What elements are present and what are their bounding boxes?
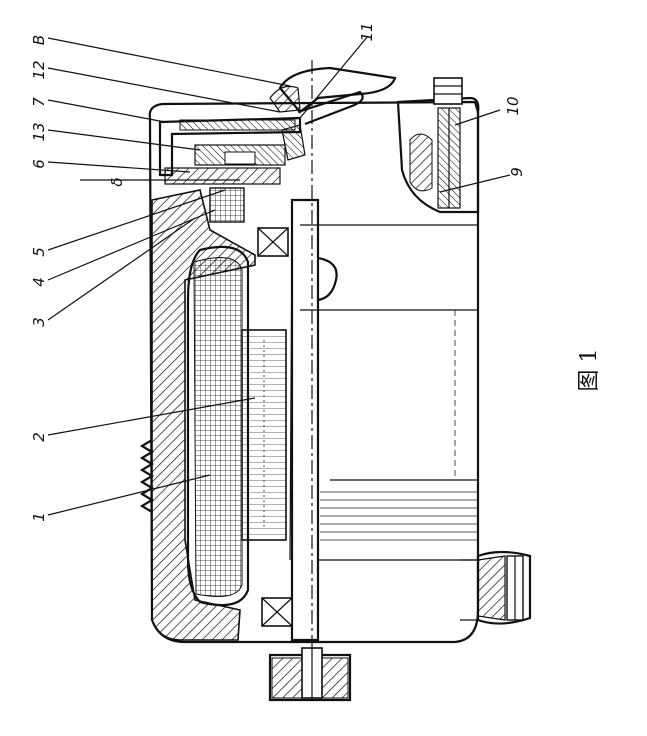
label-5: 5 xyxy=(30,247,48,257)
label-4: 4 xyxy=(30,277,48,287)
top-lever xyxy=(269,66,397,126)
rib-lines xyxy=(318,491,478,561)
label-3: 3 xyxy=(30,317,48,327)
label-2: 2 xyxy=(30,432,48,442)
bottom-pulley xyxy=(268,647,352,702)
label-9: 9 xyxy=(508,167,526,177)
label-12: 12 xyxy=(30,60,48,79)
label-1: 1 xyxy=(30,512,48,522)
label-7: 7 xyxy=(30,97,48,107)
motor-housing xyxy=(139,100,480,644)
label-10: 10 xyxy=(504,96,522,115)
gear-housing xyxy=(460,550,532,625)
part-labels: B 12 7 13 6 δ 5 4 3 2 1 11 10 9 xyxy=(30,22,526,521)
leader-lines xyxy=(47,35,511,516)
label-11: 11 xyxy=(358,22,376,41)
stator-winding xyxy=(186,245,250,607)
shaft xyxy=(289,60,338,700)
label-6: 6 xyxy=(30,159,48,169)
label-delta: δ xyxy=(108,177,126,186)
figure-caption: 图 1 xyxy=(577,349,602,392)
right-end-cap xyxy=(396,77,480,214)
rotor-core xyxy=(241,329,287,541)
label-B: B xyxy=(30,35,48,45)
label-13: 13 xyxy=(30,122,48,141)
